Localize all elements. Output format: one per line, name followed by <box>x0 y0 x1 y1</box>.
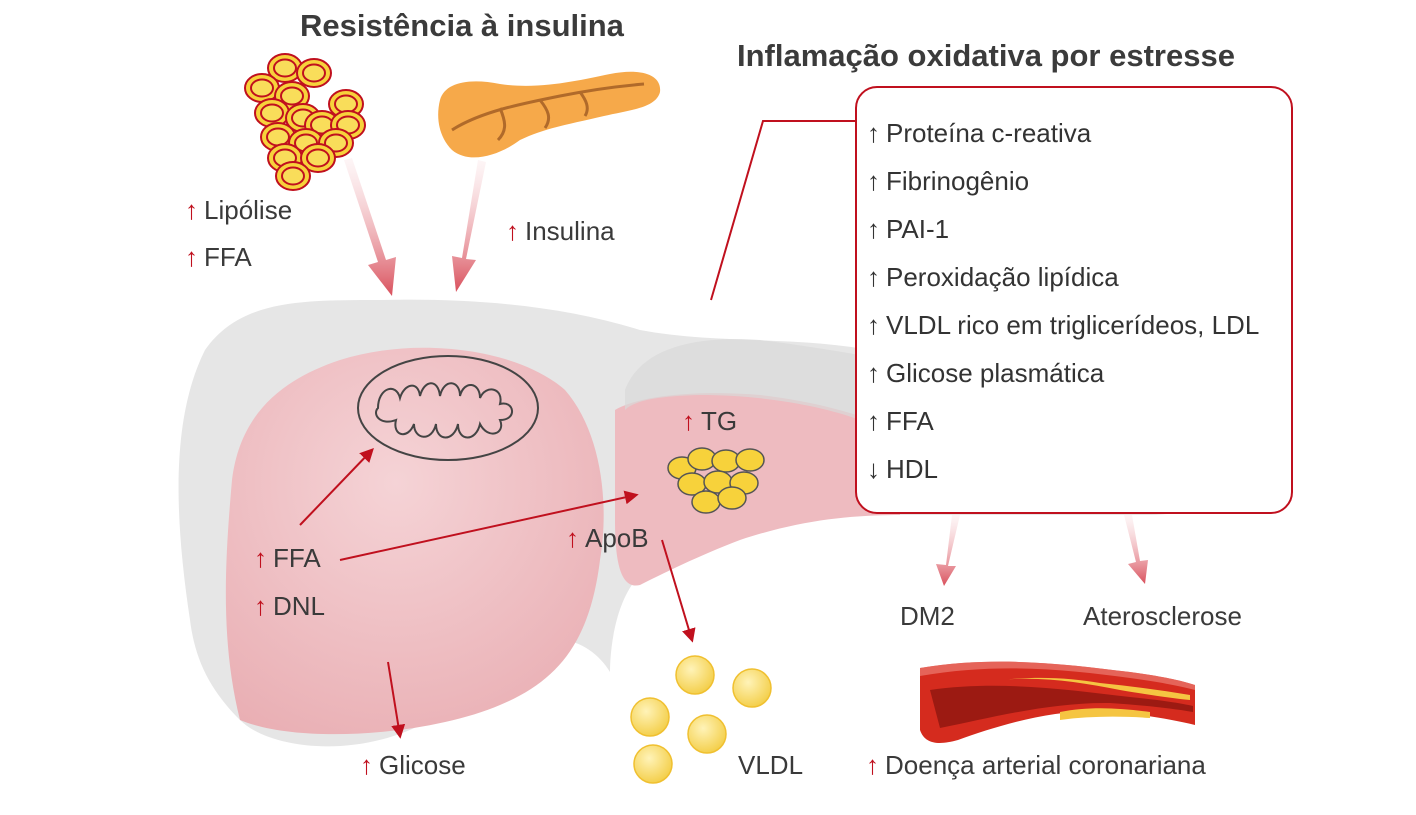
label-coronary-artery-disease: ↑Doença arterial coronariana <box>866 750 1206 780</box>
label-glucose: ↑Glicose <box>360 750 466 780</box>
title-insulin-resistance: Resistência à insulina <box>300 8 624 43</box>
up-arrow: ↑ <box>185 242 198 272</box>
up-arrow: ↑ <box>360 750 373 780</box>
title-oxidative-inflammation: Inflamação oxidativa por estresse <box>737 38 1235 73</box>
mitochondrion <box>357 355 539 461</box>
list-item: ↓HDL <box>867 454 939 484</box>
label-liver-ffa: ↑FFA <box>254 543 321 573</box>
up-arrow: ↑ <box>682 406 695 436</box>
label-lipolysis: ↑Lipólise <box>185 195 293 225</box>
label-vldl: VLDL <box>738 750 804 780</box>
liver-left-lobe <box>225 347 604 735</box>
list-item: ↑FFA <box>867 406 934 436</box>
label-dnl: ↑DNL <box>254 591 326 621</box>
red-arrows <box>299 120 857 739</box>
pancreas-duct <box>451 82 645 142</box>
up-arrow: ↑ <box>566 523 579 553</box>
label-adipose-ffa: ↑FFA <box>185 242 252 272</box>
list-item: ↑PAI-1 <box>867 214 950 244</box>
list-item: ↑Proteína c-reativa <box>867 118 1092 148</box>
label-atherosclerosis: Aterosclerose <box>1083 601 1242 631</box>
marker-box: ↑Proteína c-reativa ↑Fibrinogênio ↑PAI-1… <box>855 86 1293 514</box>
list-item: ↑VLDL rico em triglicerídeos, LDL <box>867 310 1260 340</box>
up-arrow: ↑ <box>866 750 879 780</box>
vldl-particles <box>630 655 772 784</box>
list-item: ↑Fibrinogênio <box>867 166 1030 196</box>
up-arrow: ↑ <box>506 216 519 246</box>
label-dm2: DM2 <box>900 601 955 631</box>
adipose-cells <box>244 53 366 191</box>
list-item: ↑Glicose plasmática <box>867 358 1105 388</box>
up-arrow: ↑ <box>254 543 267 573</box>
list-item: ↑Peroxidação lipídica <box>867 262 1119 292</box>
label-apob: ↑ApoB <box>566 523 649 553</box>
gradient-arrows <box>344 158 1148 586</box>
liver-right-lobe <box>615 393 900 586</box>
liver-fold <box>625 339 860 420</box>
artery <box>920 661 1195 743</box>
label-tg: ↑TG <box>682 406 738 436</box>
tg-droplets <box>667 447 765 514</box>
up-arrow: ↑ <box>254 591 267 621</box>
up-arrow: ↑ <box>185 195 198 225</box>
marker-list: ↑Proteína c-reativa ↑Fibrinogênio ↑PAI-1… <box>867 118 1259 502</box>
mitochondrion-cristae <box>375 382 513 439</box>
label-insulin: ↑Insulina <box>506 216 615 246</box>
